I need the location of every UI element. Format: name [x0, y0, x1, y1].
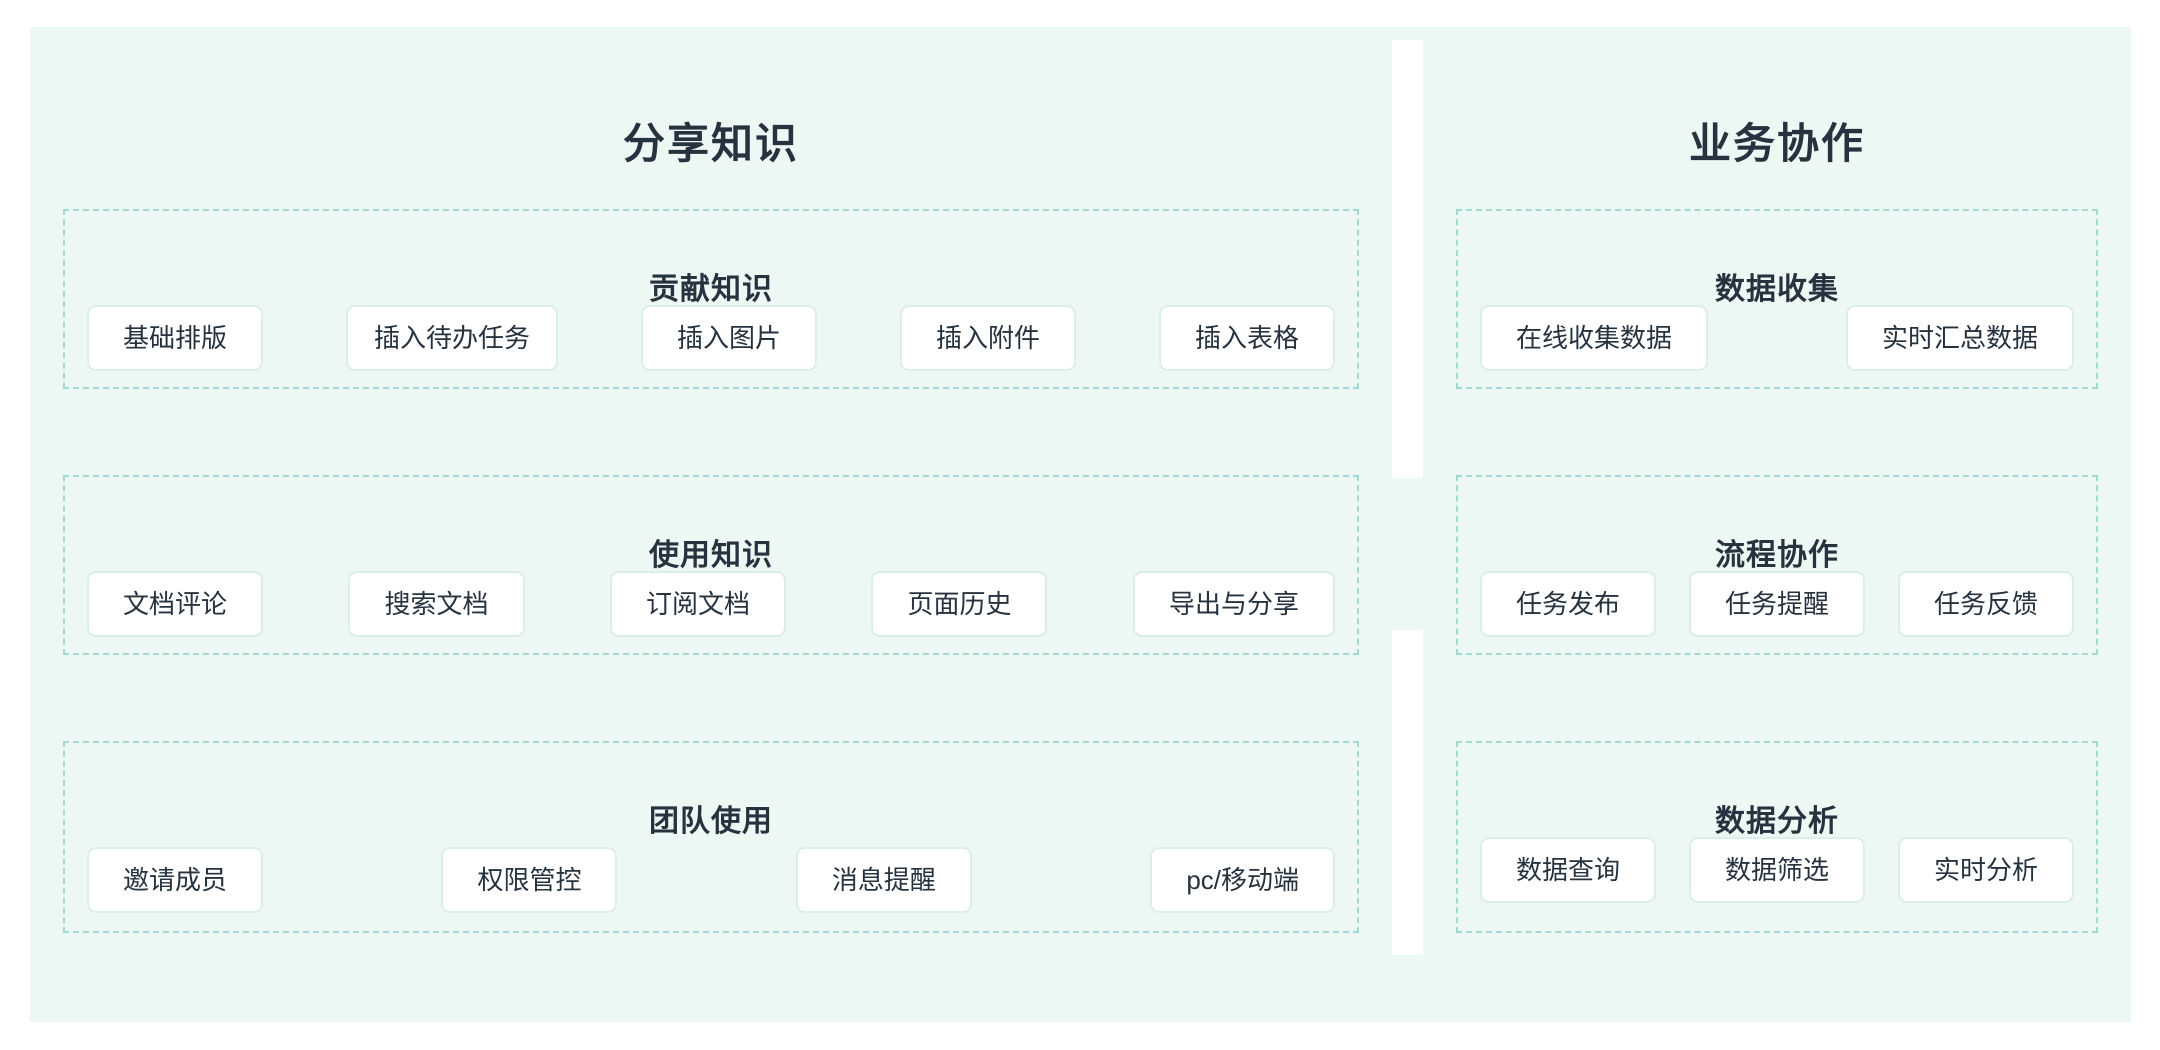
group-title-data-collection: 数据收集: [1715, 272, 1839, 306]
chip-pc-mobile[interactable]: pc/移动端: [1150, 847, 1335, 913]
chip-insert-attachment[interactable]: 插入附件: [899, 305, 1076, 371]
chip-search-doc[interactable]: 搜索文档: [348, 571, 525, 637]
chip-permission-control[interactable]: 权限管控: [441, 847, 618, 913]
chip-invite-member[interactable]: 邀请成员: [87, 847, 264, 913]
panel-title-share-knowledge: 分享知识: [622, 120, 799, 168]
group-contribute-knowledge: 贡献知识 基础排版 插入待办任务 插入图片 插入附件 插入表格: [63, 209, 1359, 389]
chip-row-process-collaboration: 任务发布 任务提醒 任务反馈: [1480, 571, 2074, 637]
panel-share-knowledge: 分享知识 贡献知识 基础排版 插入待办任务 插入图片 插入附件 插入表格 使用知…: [30, 27, 1392, 1022]
chip-realtime-aggregate-data[interactable]: 实时汇总数据: [1845, 305, 2074, 371]
chip-online-collect-data[interactable]: 在线收集数据: [1480, 305, 1709, 371]
chip-page-history[interactable]: 页面历史: [871, 571, 1048, 637]
chip-insert-image[interactable]: 插入图片: [640, 305, 817, 371]
panel-business-collaboration: 业务协作 数据收集 在线收集数据 实时汇总数据 流程协作 任务发布 任务提醒 任…: [1423, 27, 2131, 1022]
chip-export-share[interactable]: 导出与分享: [1132, 571, 1335, 637]
chip-subscribe-doc[interactable]: 订阅文档: [609, 571, 786, 637]
chip-data-query[interactable]: 数据查询: [1480, 837, 1657, 903]
chip-basic-layout[interactable]: 基础排版: [87, 305, 264, 371]
chip-insert-todo-task[interactable]: 插入待办任务: [345, 305, 558, 371]
group-title-contribute-knowledge: 贡献知识: [649, 272, 773, 306]
chip-message-reminder[interactable]: 消息提醒: [795, 847, 972, 913]
group-team-usage: 团队使用 邀请成员 权限管控 消息提醒 pc/移动端: [63, 741, 1359, 933]
chip-row-use-knowledge: 文档评论 搜索文档 订阅文档 页面历史 导出与分享: [87, 571, 1335, 637]
group-title-use-knowledge: 使用知识: [649, 538, 773, 572]
group-data-collection: 数据收集 在线收集数据 实时汇总数据: [1456, 209, 2098, 389]
group-title-process-collaboration: 流程协作: [1715, 538, 1839, 572]
chip-row-contribute-knowledge: 基础排版 插入待办任务 插入图片 插入附件 插入表格: [87, 305, 1335, 371]
chip-task-publish[interactable]: 任务发布: [1480, 571, 1657, 637]
chip-row-data-collection: 在线收集数据 实时汇总数据: [1480, 305, 2074, 371]
chip-row-data-analysis: 数据查询 数据筛选 实时分析: [1480, 837, 2074, 903]
group-title-data-analysis: 数据分析: [1715, 804, 1839, 838]
gutter-fill-top: [1390, 27, 1423, 40]
group-title-team-usage: 团队使用: [649, 804, 773, 838]
group-data-analysis: 数据分析 数据查询 数据筛选 实时分析: [1456, 741, 2098, 933]
gutter-fill-bottom: [1390, 955, 1423, 1022]
chip-task-reminder[interactable]: 任务提醒: [1688, 571, 1865, 637]
chip-realtime-analysis[interactable]: 实时分析: [1897, 837, 2074, 903]
chip-task-feedback[interactable]: 任务反馈: [1897, 571, 2074, 637]
gutter-fill-middle: [1390, 478, 1423, 630]
chip-doc-comment[interactable]: 文档评论: [87, 571, 264, 637]
chip-data-filter[interactable]: 数据筛选: [1688, 837, 1865, 903]
group-process-collaboration: 流程协作 任务发布 任务提醒 任务反馈: [1456, 475, 2098, 655]
chip-insert-table[interactable]: 插入表格: [1158, 305, 1335, 371]
chip-row-team-usage: 邀请成员 权限管控 消息提醒 pc/移动端: [87, 847, 1335, 913]
panel-title-business-collaboration: 业务协作: [1688, 120, 1865, 168]
group-use-knowledge: 使用知识 文档评论 搜索文档 订阅文档 页面历史 导出与分享: [63, 475, 1359, 655]
